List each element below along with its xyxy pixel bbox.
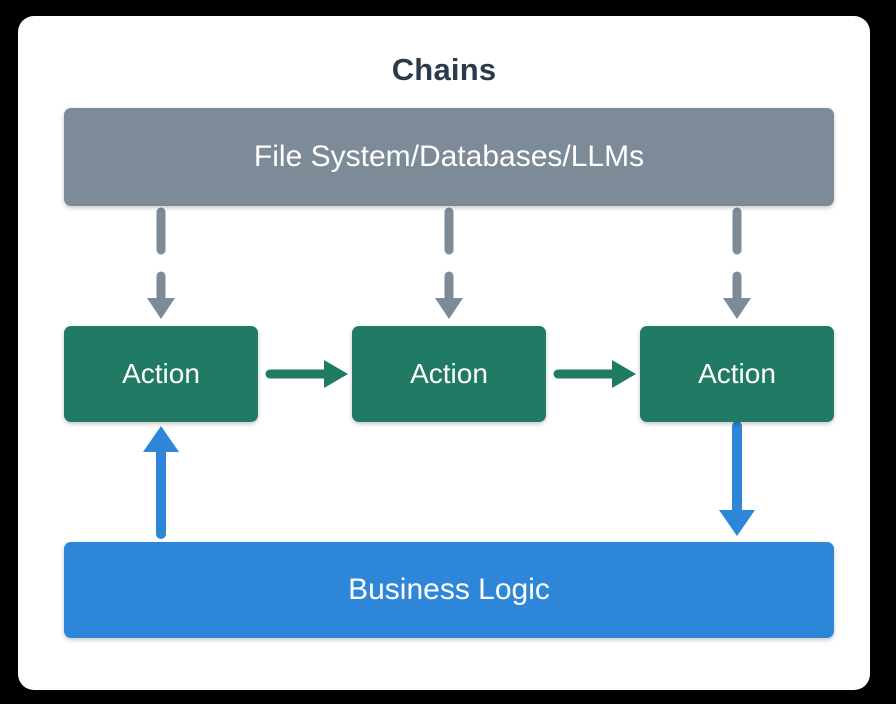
dashed-arrow-resources-to-action-3 <box>723 207 751 319</box>
blue-arrow-business-to-action1 <box>143 426 179 539</box>
action-box-2-label: Action <box>410 358 488 389</box>
dashed-arrow-resources-to-action-2 <box>435 207 463 319</box>
action-box-3[interactable]: Action <box>640 326 834 422</box>
resources-bar-label: File System/Databases/LLMs <box>253 140 645 173</box>
page-title: Chains <box>391 52 497 87</box>
dashed-arrow-resources-to-action-1 <box>147 207 175 319</box>
resources-bar[interactable]: File System/Databases/LLMs <box>64 108 834 206</box>
green-arrow-action2-to-action3 <box>553 360 636 388</box>
action-box-3-label: Action <box>698 358 776 389</box>
blue-arrow-action3-to-business <box>719 421 755 536</box>
action-box-2[interactable]: Action <box>352 326 546 422</box>
diagram-card: Chains <box>18 16 870 690</box>
green-arrow-action1-to-action2 <box>265 360 348 388</box>
business-logic-bar[interactable]: Business Logic <box>64 542 834 638</box>
action-box-1[interactable]: Action <box>64 326 258 422</box>
business-logic-bar-label: Business Logic <box>348 573 550 606</box>
action-box-1-label: Action <box>122 358 200 389</box>
